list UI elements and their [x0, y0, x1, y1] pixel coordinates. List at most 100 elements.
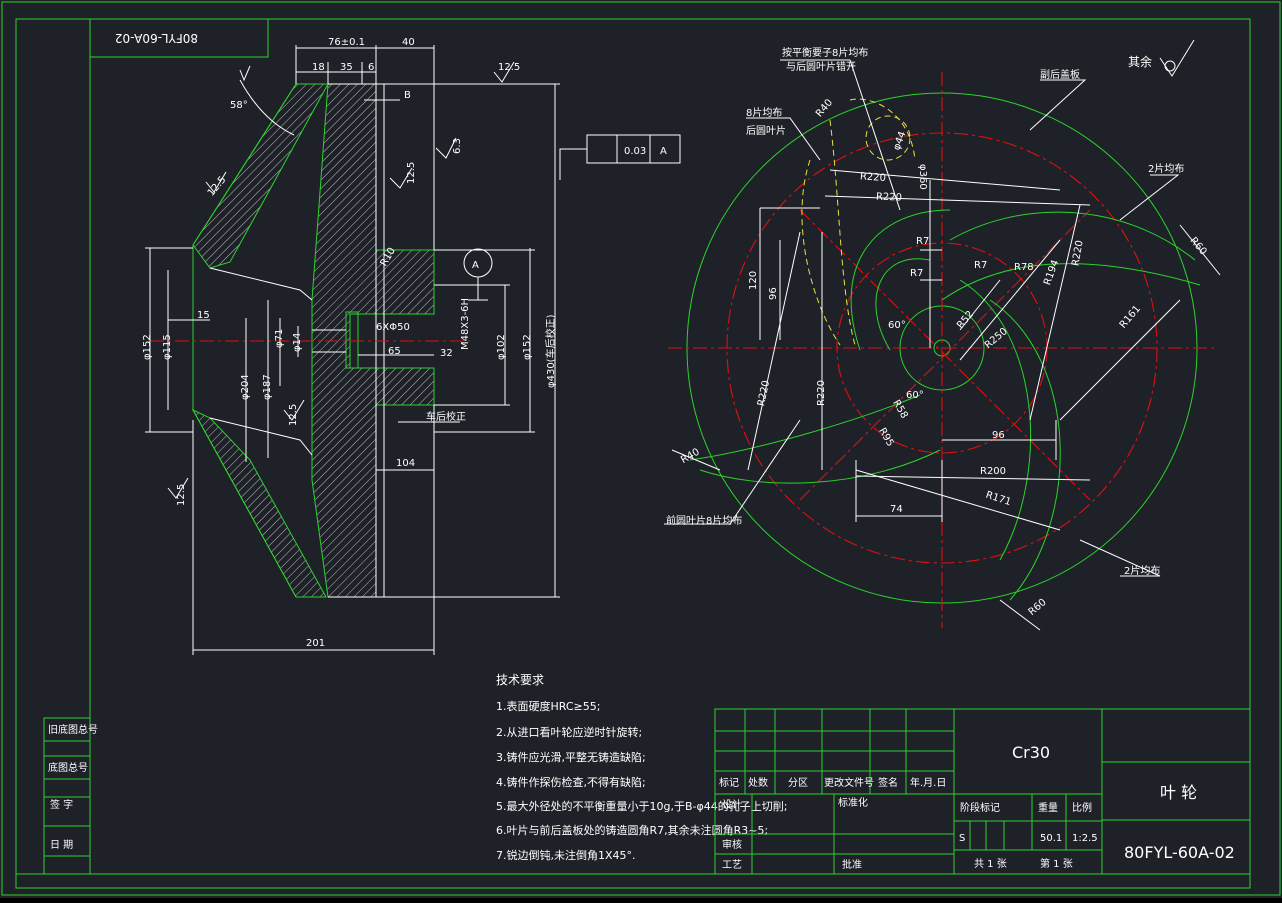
- dim-d360: φ360: [917, 164, 928, 190]
- datum-a-label: A: [472, 260, 479, 271]
- tech-req-item-6: 6.叶片与前后盖板处的铸造圆角R7,其余未注圆角R3~5;: [496, 823, 768, 837]
- dim-96b: 96: [992, 430, 1005, 441]
- dim-r220c: R220: [1070, 240, 1085, 268]
- note-other: 其余: [1128, 54, 1152, 69]
- upside-title: 80FYL-60A-02: [115, 31, 198, 45]
- dim-6: 6: [368, 62, 374, 73]
- tech-req-item-2: 2.从进口看叶轮应逆时针旋转;: [496, 725, 642, 739]
- tolerance-value: 0.03: [624, 146, 646, 157]
- dim-r161: R161: [1118, 304, 1143, 331]
- tech-req-item-4: 4.铸件作探伤检查,不得有缺陷;: [496, 775, 646, 789]
- dim-74: 74: [890, 504, 903, 515]
- dim-r78: R78: [1014, 262, 1034, 273]
- note-balance-2: 与后圆叶片错开: [786, 60, 856, 73]
- dim-d115: φ115: [162, 334, 173, 360]
- dim-r220b: R220: [876, 192, 902, 204]
- label-b: B: [404, 90, 411, 101]
- roughness-4: 12.5: [288, 404, 299, 426]
- dim-r171: R171: [984, 490, 1012, 509]
- dim-d152a: φ152: [142, 334, 153, 360]
- note-2blade-b: 2片均布: [1124, 564, 1160, 577]
- tb-sheet-no: 第 1 张: [1040, 857, 1073, 870]
- roughness-5: 12.5: [176, 484, 187, 506]
- dim-r200: R200: [980, 466, 1006, 477]
- tb-header-3: 分区: [788, 777, 808, 789]
- tech-req-title: 技术要求: [496, 673, 544, 687]
- dim-d71: φ71: [274, 329, 285, 348]
- tb-sheets-total: 共 1 张: [974, 858, 1007, 870]
- dim-65: 65: [388, 346, 401, 357]
- tech-req-item-3: 3.铸件应光滑,平整无铸造缺陷;: [496, 750, 646, 764]
- tb-stage-value: S: [959, 833, 965, 844]
- tb-header-1: 标记: [719, 777, 739, 789]
- tb-part-name: 叶 轮: [1160, 783, 1197, 802]
- dim-r7b: R7: [910, 268, 923, 279]
- dim-r194: R194: [1042, 258, 1061, 286]
- dim-r60b: R60: [1027, 597, 1049, 618]
- title-block: [714, 708, 1251, 875]
- dim-60b: 60°: [906, 390, 924, 401]
- dim-32: 32: [440, 348, 453, 359]
- tb-stage-label: 阶段标记: [960, 801, 1000, 814]
- dim-201: 201: [306, 638, 325, 649]
- dim-d430: φ430(车后校正): [544, 314, 557, 388]
- note-blade8b: 后圆叶片: [746, 124, 786, 137]
- dim-d152b: φ152: [522, 334, 533, 360]
- tech-req-item-7: 7.锐边倒钝,未注倒角1X45°.: [496, 848, 636, 862]
- dim-r58: R58: [890, 398, 909, 421]
- dim-d204: φ204: [240, 374, 251, 400]
- tb-part-number: 80FYL-60A-02: [1124, 843, 1235, 862]
- dim-r60a: R60: [1187, 235, 1208, 257]
- tb-design: 设计: [722, 798, 742, 811]
- tb-check: 审核: [722, 838, 742, 851]
- dim-18: 18: [312, 62, 325, 73]
- note-blade8: 8片均布: [746, 106, 782, 119]
- dim-60a: 60°: [888, 320, 906, 331]
- strip-row-4: 日 期: [50, 839, 73, 851]
- tech-req-item-5: 5.最大外径处的不平衡重量小于10g,于B-φ44的孔子上切削;: [496, 799, 787, 813]
- dim-76: 76±0.1: [328, 37, 365, 48]
- tb-header-2: 处数: [748, 776, 768, 789]
- dim-35: 35: [340, 62, 353, 73]
- tb-approve: 批准: [842, 858, 862, 871]
- dim-r250: R250: [983, 326, 1010, 351]
- tb-scale-value: 1:2.5: [1072, 833, 1098, 844]
- dim-15: 15: [197, 310, 210, 321]
- note-front-blade: 前圆叶片8片均布: [666, 514, 742, 527]
- dim-r7a: R7: [916, 236, 929, 247]
- dim-r220a: R220: [860, 171, 887, 184]
- tb-header-6: 年.月.日: [910, 776, 946, 789]
- dim-120: 120: [748, 271, 759, 290]
- note-back-plate: 副后盖板: [1040, 68, 1080, 81]
- note-correct: 车后校正: [426, 410, 466, 423]
- dim-40: 40: [402, 37, 415, 48]
- dim-r95: R95: [876, 426, 895, 449]
- tb-process: 工艺: [722, 859, 742, 871]
- roughness-2: 12.5: [406, 162, 417, 184]
- tb-weight-value: 50.1: [1040, 833, 1062, 844]
- strip-row-3: 签 字: [50, 798, 73, 811]
- dim-r40a: R40: [814, 97, 835, 119]
- section-view: [145, 45, 681, 655]
- dim-96a: 96: [768, 287, 779, 300]
- tb-header-4: 更改文件号: [824, 776, 874, 789]
- dim-holes: 6XΦ50: [376, 322, 410, 333]
- tb-material: Cr30: [1012, 743, 1050, 762]
- dim-angle: 58°: [230, 100, 248, 111]
- roughness-63: 6.3: [452, 138, 463, 154]
- tb-standard: 标准化: [838, 796, 868, 809]
- dim-r40b: R40: [679, 447, 702, 466]
- tolerance-datum: A: [660, 146, 667, 157]
- roughness-1: 12.5: [498, 62, 520, 73]
- dim-d14: φ14: [292, 333, 303, 352]
- note-balance-1: 按平衡要子8片均布: [782, 46, 868, 59]
- dim-r7c: R7: [974, 260, 987, 271]
- dim-d102: φ102: [496, 334, 507, 360]
- dim-d187: φ187: [262, 374, 273, 400]
- plan-view: [664, 39, 1221, 631]
- tech-req-item-1: 1.表面硬度HRC≥55;: [496, 699, 600, 713]
- dim-r220e: R220: [816, 380, 827, 406]
